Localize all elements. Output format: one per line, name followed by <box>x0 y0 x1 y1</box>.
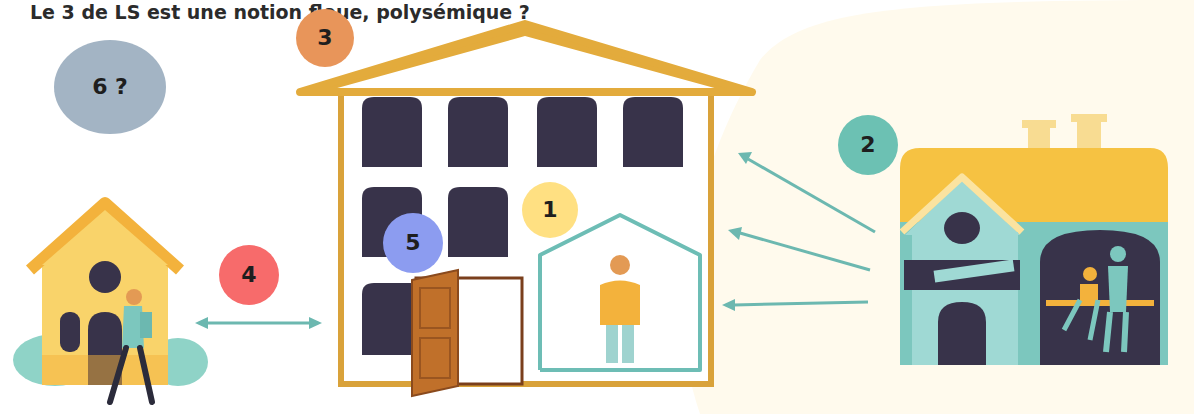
big-building <box>298 23 754 396</box>
arrows <box>195 152 875 329</box>
callout-circle: 5 <box>383 213 443 273</box>
callout-number: 3 <box>317 26 332 50</box>
callout-number: 6 ? <box>92 75 128 99</box>
right-house <box>900 114 1168 365</box>
title: Le 3 de LS est une notion floue, polysém… <box>30 1 530 23</box>
callout-circle: 4 <box>219 245 279 305</box>
callout-number: 4 <box>241 263 256 287</box>
background-blob <box>684 0 1194 414</box>
callout-circle: 3 <box>296 9 354 67</box>
callout-circle: 2 <box>838 115 898 175</box>
callout-number: 1 <box>542 198 557 222</box>
callout-number: 2 <box>860 133 875 157</box>
callout-circle: 1 <box>522 182 578 238</box>
callout-circle: 6 ? <box>54 40 166 134</box>
callout-number: 5 <box>405 231 420 255</box>
left-house <box>13 203 208 402</box>
